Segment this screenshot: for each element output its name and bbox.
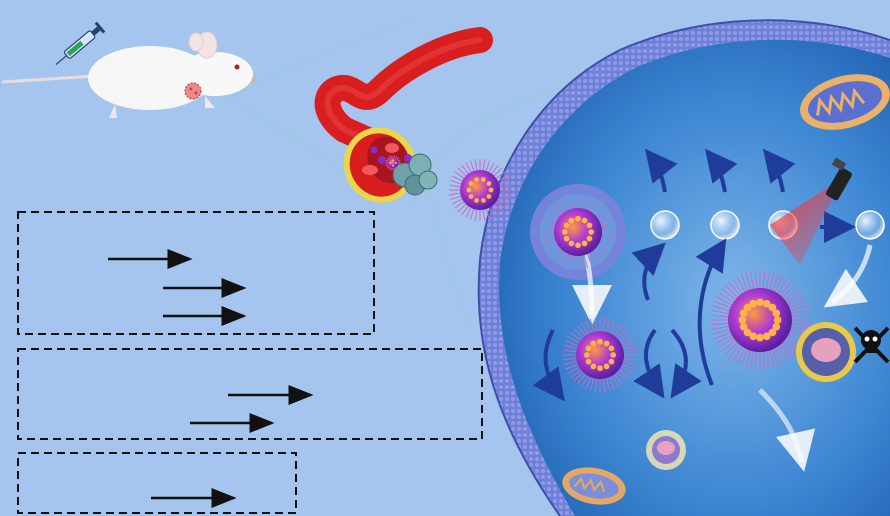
mitochondrion-icon — [562, 467, 626, 505]
skull-crossbones-icon — [853, 326, 890, 364]
legend-box — [17, 211, 375, 335]
mouse-icon — [1, 31, 257, 118]
pathway-arrows — [532, 148, 856, 402]
bubble-icon — [650, 210, 885, 240]
mitochondrion-icon — [800, 74, 890, 130]
nanoparticle-icon — [385, 155, 401, 171]
release-arrows — [571, 244, 873, 472]
nanoparticle-icon — [562, 317, 638, 393]
nanoparticle-icon — [710, 270, 810, 370]
nanoparticle-icon — [540, 194, 616, 270]
legend-box — [17, 452, 297, 514]
tumor-cell-cluster — [392, 153, 438, 196]
zoom-guide-lines — [227, 17, 571, 331]
laser-beam — [770, 178, 842, 265]
dying-cell-icon — [646, 430, 686, 470]
syringe-icon — [55, 21, 106, 66]
laser-pointer-icon — [770, 157, 852, 265]
dying-cell-icon — [796, 322, 856, 382]
legend-box — [17, 348, 483, 440]
nanoparticle-icon — [449, 159, 511, 221]
tumor-icon — [184, 82, 202, 100]
